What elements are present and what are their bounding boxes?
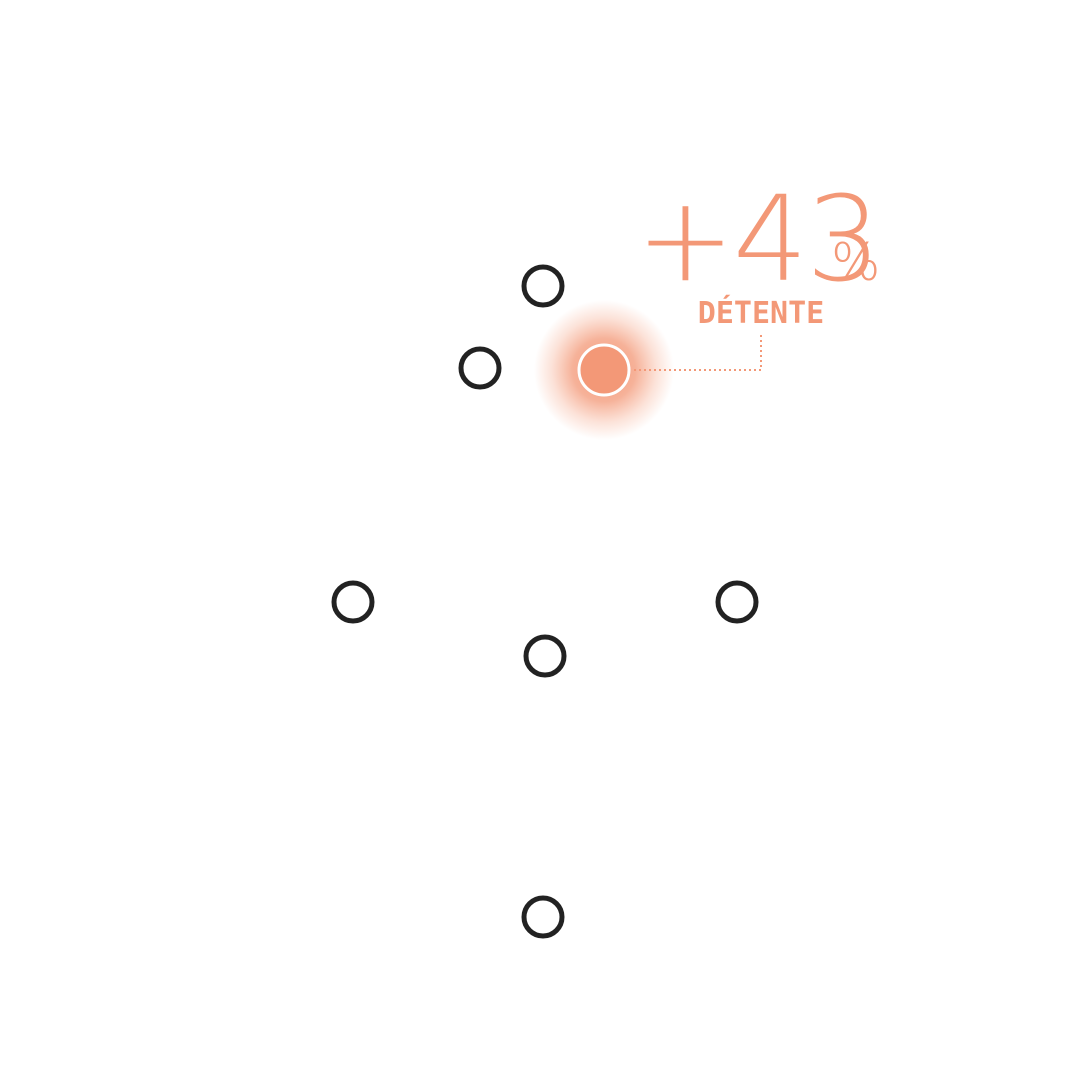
stat-value: +43 (636, 170, 879, 308)
stat-unit: % (831, 233, 880, 293)
point-bottom (521, 895, 565, 939)
point-center (523, 634, 567, 678)
stat-label: DÉTENTE (698, 295, 824, 331)
point-top (521, 264, 565, 308)
point-right (715, 580, 759, 624)
leader-line (634, 332, 762, 371)
highlighted-point (577, 343, 631, 397)
point-upper-left (458, 346, 502, 390)
point-left (331, 580, 375, 624)
